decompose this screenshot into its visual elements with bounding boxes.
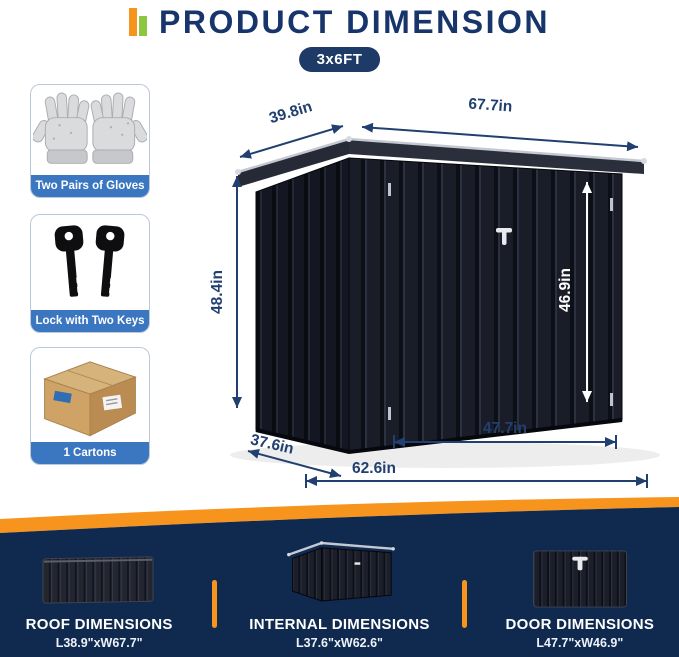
footer-orange-curve <box>0 497 679 533</box>
dim-roof-depth-arrow <box>239 124 344 159</box>
internal-mini-image <box>231 535 448 609</box>
green-bar-icon <box>139 16 148 36</box>
carton-icon <box>43 361 137 437</box>
dim-base-width-label: 62.6in <box>352 460 396 477</box>
dim-base-depth-arrow <box>247 449 342 478</box>
dim-roof-width-label: 67.7in <box>468 95 513 115</box>
footer-title-door: DOOR DIMENSIONS <box>505 616 655 633</box>
roof-mini-image <box>0 553 198 609</box>
dim-height-label: 48.4in <box>209 270 226 314</box>
gloves-icon <box>33 92 147 164</box>
footer-value-door: L47.7"xW46.9" <box>536 636 624 650</box>
dim-inner-height-label: 46.9in <box>557 268 574 312</box>
feature-label-carton: 1 Cartons <box>31 442 149 464</box>
footer-item-roof: ROOF DIMENSIONS L38.9"xW67.7" <box>0 553 198 650</box>
footer-title-internal: INTERNAL DIMENSIONS <box>249 616 430 633</box>
footer-row: ROOF DIMENSIONS L38.9"xW67.7" <box>0 535 679 650</box>
feature-label-keys: Lock with Two Keys <box>31 310 149 332</box>
shed-side-wall <box>255 157 350 453</box>
feature-label-gloves: Two Pairs of Gloves <box>31 175 149 197</box>
roof-corner-cap <box>346 136 352 142</box>
door-handle <box>496 228 512 245</box>
door-mini-icon <box>532 550 627 608</box>
size-badge: 3x6FT <box>298 47 381 72</box>
footer-item-door: DOOR DIMENSIONS L47.7"xW46.9" <box>481 549 679 650</box>
footer-item-internal: INTERNAL DIMENSIONS L37.6"xW62.6" <box>231 535 448 650</box>
footer-value-roof: L38.9"xW67.7" <box>55 636 143 650</box>
footer-value-internal: L37.6"xW62.6" <box>296 636 383 650</box>
roof-mini-icon <box>42 556 154 604</box>
shed-base-trim <box>255 418 623 455</box>
roof-corner-cap <box>235 169 241 175</box>
feature-card-keys: Lock with Two Keys <box>30 214 150 333</box>
footer: ROOF DIMENSIONS L38.9"xW67.7" <box>0 495 679 657</box>
dim-roof-width-arrow <box>361 122 639 152</box>
footer-title-roof: ROOF DIMENSIONS <box>25 616 173 633</box>
door-mini-image <box>481 549 679 609</box>
carton-image <box>31 348 149 442</box>
keys-icon <box>54 224 125 297</box>
shed-illustration <box>235 136 647 455</box>
roof-corner-cap <box>641 158 647 164</box>
header: PRODUCT DIMENSION <box>0 4 679 41</box>
dim-roof-depth-label: 39.8in <box>267 98 314 127</box>
page-title: PRODUCT DIMENSION <box>159 4 550 40</box>
orange-bar-icon <box>129 8 138 36</box>
door-hinges <box>388 183 613 420</box>
internal-mini-icon <box>286 541 395 602</box>
feature-card-gloves: Two Pairs of Gloves <box>30 84 150 198</box>
brand-bars-icon <box>129 7 149 38</box>
footer-divider <box>461 580 467 628</box>
gloves-image <box>31 85 149 175</box>
feature-card-carton: 1 Cartons <box>30 347 150 465</box>
dim-door-width-label: 47.7in <box>483 420 527 437</box>
keys-image <box>31 215 149 310</box>
footer-divider <box>212 580 218 628</box>
